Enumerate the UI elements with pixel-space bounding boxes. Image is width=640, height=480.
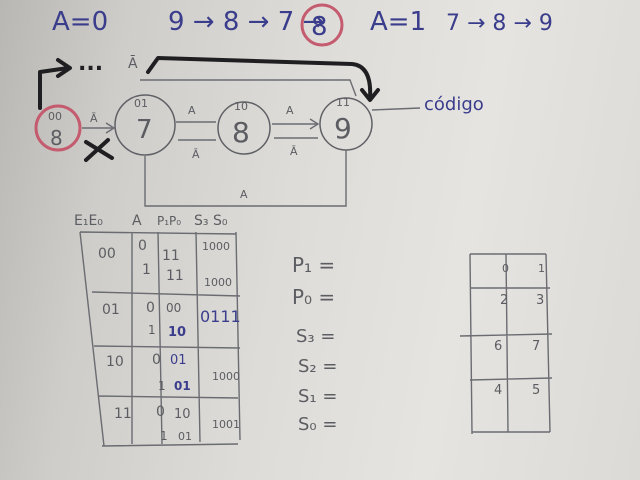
right-sequence: 7 → 8 → 9	[446, 11, 553, 36]
bottom-loop-arrow	[144, 150, 347, 207]
s8-to-s7-label: Ā	[90, 112, 98, 125]
header-p: P₁P₀	[157, 214, 181, 228]
table-row-2: 01 0 00 0111	[102, 300, 241, 326]
equation-s3: S₃ =	[296, 326, 335, 347]
header-s: S₃ S₀	[194, 213, 228, 229]
equation-s0: S₀ =	[298, 414, 337, 435]
left-sequence: 9 → 8 → 7 →	[168, 7, 324, 37]
highlight-circle	[300, 3, 344, 47]
kmap-cell-1: 1	[538, 262, 545, 275]
top-thin-loop	[140, 79, 357, 97]
cell-p: 01	[170, 353, 187, 368]
state-10-label: 8	[232, 116, 250, 149]
table-row-1: 1 11 1000	[142, 262, 232, 289]
cell-s: 1000	[212, 370, 240, 383]
table-grid	[79, 231, 241, 447]
s8-to-s9-top-label: A	[286, 104, 294, 117]
equation-p1: P₁ =	[292, 253, 335, 277]
kmap-cell-5: 5	[532, 383, 540, 398]
table-row-4: 10 0 01 1000	[106, 352, 240, 383]
cell-a: 0	[138, 238, 147, 254]
output-line	[371, 107, 421, 111]
state-11-label: 9	[334, 112, 352, 145]
cell-s: 0111	[200, 307, 241, 326]
state-diagram: ... Ā 00 8 01 7 10 8 11 9 Ā A Ā A Ā A	[34, 51, 484, 207]
cell-a: 0	[146, 300, 155, 316]
truth-table: E₁E₀ A P₁P₀ S₃ S₀ 00 0 11 1000 1 11 1000…	[74, 213, 241, 447]
equation-s2: S₂ =	[298, 356, 337, 377]
kmap-cell-4: 4	[494, 383, 502, 398]
state-10-circle	[217, 101, 271, 155]
state-10-code: 10	[234, 100, 248, 113]
kmap-grid	[459, 253, 553, 435]
cell-a: 1	[160, 429, 168, 443]
cross-mark	[84, 138, 114, 162]
table-row-3: 1 10	[148, 323, 186, 340]
reset-arrow-head-left	[56, 58, 72, 78]
table-row-5: 1 01	[158, 379, 191, 393]
table-row-6: 11 0 10 1001	[114, 404, 240, 431]
cell-a: 1	[158, 379, 166, 393]
cell-a: 1	[142, 262, 151, 278]
s8-to-s7-bottom-label: Ā	[192, 148, 200, 161]
cell-e: 11	[114, 406, 132, 422]
table-row-0: 00 0 11 1000	[98, 238, 230, 264]
state-01-circle	[114, 94, 176, 156]
cell-p: 01	[178, 430, 192, 443]
s8-to-s7-arrowhead	[105, 122, 116, 134]
state-01-label: 7	[136, 115, 153, 145]
s9-to-s8-bottom-label: Ā	[290, 145, 298, 158]
kmap-cell-3: 3	[536, 293, 544, 308]
right-condition: A=1	[370, 7, 426, 37]
state-00-circle	[34, 104, 82, 152]
cell-p: 10	[174, 407, 191, 422]
kmap-cell-2: 2	[500, 293, 508, 308]
cell-a: 1	[148, 323, 156, 337]
highlighted-state: 8	[311, 12, 328, 42]
left-condition: A=0	[52, 7, 108, 37]
equations: P₁ = P₀ = S₃ = S₂ = S₁ = S₀ =	[292, 253, 337, 435]
s7-to-s8-top-label: A	[188, 104, 196, 117]
kmap-cell-6: 6	[494, 339, 502, 354]
state-11-code: 11	[336, 96, 350, 109]
header-e: E₁E₀	[74, 213, 103, 229]
s8-to-s9-arrowhead	[309, 118, 320, 130]
karnaugh-map: 0 1 2 3 6 7 4 5	[459, 253, 553, 435]
top-feedback-arrow-head	[360, 88, 380, 102]
state-00-label: 8	[50, 126, 63, 150]
cell-p: 11	[166, 268, 184, 284]
cell-a: 0	[152, 352, 161, 368]
output-label: código	[424, 94, 484, 115]
table-row-7: 1 01	[160, 429, 192, 443]
equation-p0: P₀ =	[292, 285, 335, 309]
diagram-dots: ...	[78, 51, 103, 76]
kmap-cell-0: 0	[502, 262, 509, 275]
cell-p: 10	[168, 325, 186, 340]
cell-e: 01	[102, 302, 120, 318]
abar-top-label: Ā	[128, 55, 138, 72]
kmap-cell-7: 7	[532, 339, 540, 354]
state-01-code: 01	[134, 97, 148, 110]
bottom-loop-label: A	[240, 188, 248, 201]
cell-p: 00	[166, 301, 181, 315]
cell-e: 10	[106, 354, 124, 370]
top-feedback-arrow	[146, 56, 373, 100]
cell-e: 00	[98, 246, 116, 262]
reset-arrow	[38, 66, 70, 110]
cell-p: 11	[162, 248, 180, 264]
state-00-code: 00	[48, 110, 62, 123]
top-row: A=0 9 → 8 → 7 → 8 A=1 7 → 8 → 9	[52, 3, 553, 47]
cell-a: 0	[156, 404, 165, 420]
header-a: A	[132, 213, 142, 229]
cell-s: 1000	[204, 276, 232, 289]
cell-s: 1000	[202, 240, 230, 253]
cell-s: 1001	[212, 418, 240, 431]
equation-s1: S₁ =	[298, 386, 337, 407]
cell-p: 01	[174, 379, 191, 393]
